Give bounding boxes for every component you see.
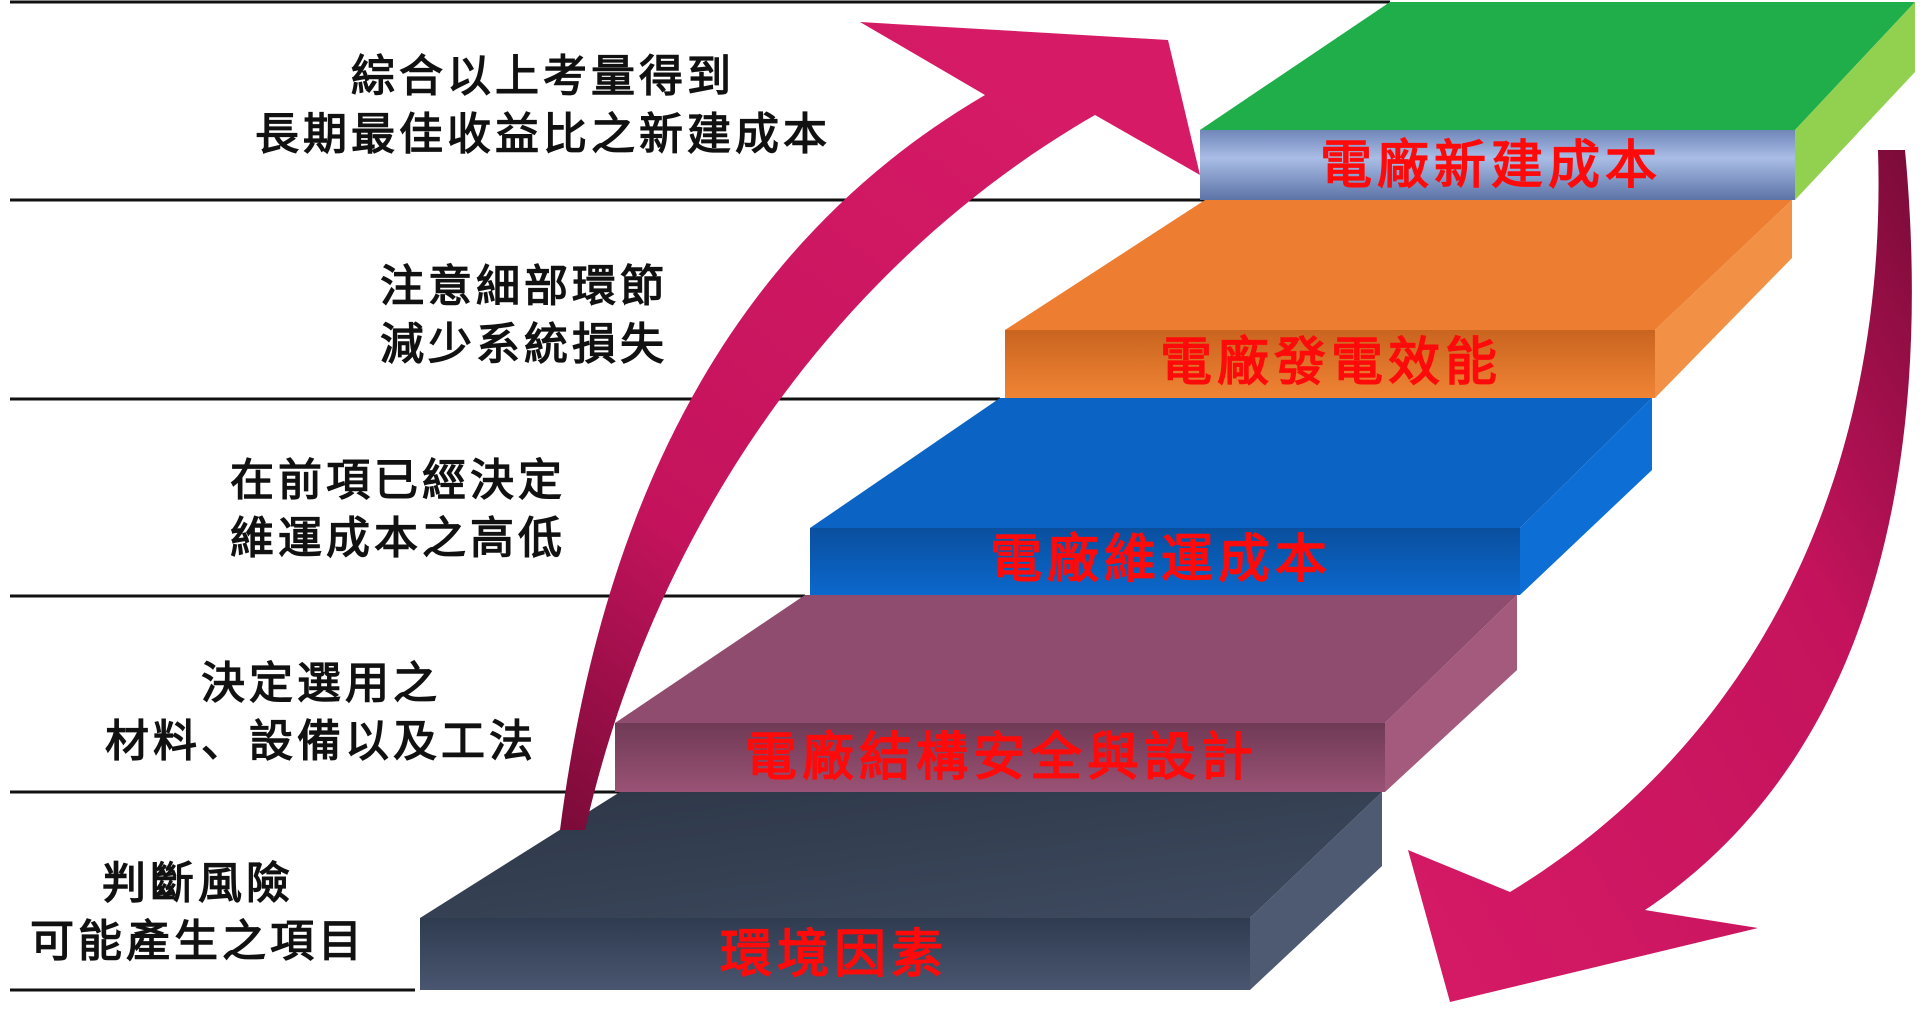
step-operation-front bbox=[810, 528, 1520, 595]
step-construction-front bbox=[1200, 130, 1795, 200]
step-efficiency-side bbox=[1655, 200, 1792, 398]
step-operation bbox=[810, 398, 1652, 595]
step-label-operation: 電廠維運成本 bbox=[990, 530, 1333, 590]
description-construction: 綜合以上考量得到 長期最佳收益比之新建成本 bbox=[255, 48, 831, 164]
step-label-structure: 電廠結構安全與設計 bbox=[745, 728, 1259, 788]
description-structure: 決定選用之 材料、設備以及工法 bbox=[105, 655, 537, 771]
description-environment: 判斷風險 可能產生之項目 bbox=[30, 855, 366, 971]
step-environment bbox=[420, 792, 1382, 990]
step-efficiency-top bbox=[1005, 200, 1792, 330]
step-structure bbox=[615, 595, 1517, 792]
step-structure-top bbox=[615, 595, 1517, 723]
description-line: 可能產生之項目 bbox=[30, 916, 366, 967]
step-environment-top bbox=[420, 792, 1382, 918]
step-environment-side bbox=[1250, 792, 1382, 990]
up-curve-arrow bbox=[560, 22, 1200, 830]
step-operation-top bbox=[810, 398, 1652, 528]
description-efficiency: 注意細部環節 減少系統損失 bbox=[380, 258, 668, 374]
step-structure-side bbox=[1385, 595, 1517, 792]
description-operation: 在前項已經決定 維運成本之高低 bbox=[230, 452, 566, 568]
step-label-efficiency: 電廠發電效能 bbox=[1160, 333, 1503, 393]
step-label-construction: 電廠新建成本 bbox=[1320, 136, 1663, 196]
step-efficiency-front bbox=[1005, 330, 1655, 398]
step-structure-front bbox=[615, 723, 1385, 792]
description-line: 在前項已經決定 bbox=[230, 455, 566, 506]
down-curve-arrow bbox=[1408, 150, 1912, 1002]
step-environment-front bbox=[420, 918, 1250, 990]
description-line: 判斷風險 bbox=[102, 858, 294, 909]
step-construction-top bbox=[1200, 2, 1915, 130]
step-operation-side bbox=[1520, 398, 1652, 595]
description-line: 維運成本之高低 bbox=[230, 513, 566, 564]
step-efficiency bbox=[1005, 200, 1792, 398]
description-line: 材料、設備以及工法 bbox=[105, 716, 537, 767]
description-line: 長期最佳收益比之新建成本 bbox=[255, 109, 831, 160]
step-construction bbox=[1200, 2, 1915, 200]
description-line: 減少系統損失 bbox=[380, 319, 668, 370]
divider-lines bbox=[10, 0, 1390, 992]
description-line: 綜合以上考量得到 bbox=[351, 51, 735, 102]
description-line: 決定選用之 bbox=[201, 658, 441, 709]
step-construction-side bbox=[1795, 2, 1915, 200]
description-line: 注意細部環節 bbox=[380, 261, 668, 312]
step-label-environment: 環境因素 bbox=[720, 925, 949, 985]
